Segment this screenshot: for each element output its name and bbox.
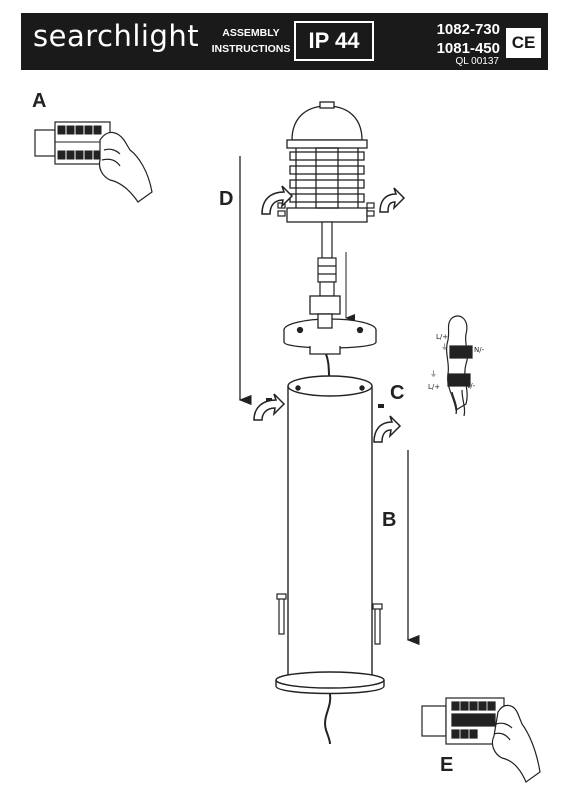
product-code-1: 1082-730 — [436, 21, 500, 38]
terminal-block-a — [34, 121, 111, 165]
step-label-c: C — [390, 382, 405, 404]
cable-bottom — [324, 693, 332, 745]
rotate-arrow-icon-tube-left — [253, 393, 286, 421]
rotate-arrow-icon-head-left — [261, 185, 294, 215]
wiring-detail-c — [445, 315, 473, 417]
step-label-a: A — [32, 90, 47, 112]
product-codes: 1082-730 1081-450 — [416, 20, 500, 58]
hand-icon-a — [98, 131, 153, 203]
rotate-arrow-icon-head-right — [379, 187, 406, 213]
post-tube — [287, 375, 373, 679]
step-label-d: D — [219, 188, 234, 210]
step-label-e: E — [440, 754, 454, 776]
rotate-arrow-icon-tube-right — [373, 415, 402, 443]
post-base — [275, 671, 385, 695]
ql-code: QL 00137 — [455, 56, 499, 67]
wire-label-live-top: L/+ — [436, 333, 449, 341]
brand-logo: searchlight — [33, 19, 200, 53]
ce-mark: CE — [506, 28, 541, 58]
hand-icon-e — [491, 704, 541, 783]
lamp-head — [286, 101, 368, 223]
document-type-line-1: ASSEMBLY — [222, 27, 280, 39]
lamp-holder — [317, 221, 337, 297]
step-label-b: B — [382, 509, 397, 531]
header-bar: searchlight ASSEMBLY INSTRUCTIONS IP 44 … — [21, 13, 548, 70]
document-type: ASSEMBLY INSTRUCTIONS — [211, 25, 291, 57]
ip-rating-badge: IP 44 — [294, 21, 374, 61]
wire-label-live-bottom: L/+ — [428, 383, 441, 391]
flange-plate — [283, 295, 377, 355]
document-type-line-2: INSTRUCTIONS — [211, 43, 291, 55]
wire-label-earth-top: ⏚ — [441, 343, 448, 351]
wire-label-earth-bottom: ⏚ — [430, 370, 437, 378]
terminal-block-e — [421, 697, 505, 745]
anchor-bolts — [276, 593, 383, 645]
product-code-2: 1081-450 — [436, 40, 500, 57]
wire-label-neutral-top: N/- — [474, 346, 485, 354]
